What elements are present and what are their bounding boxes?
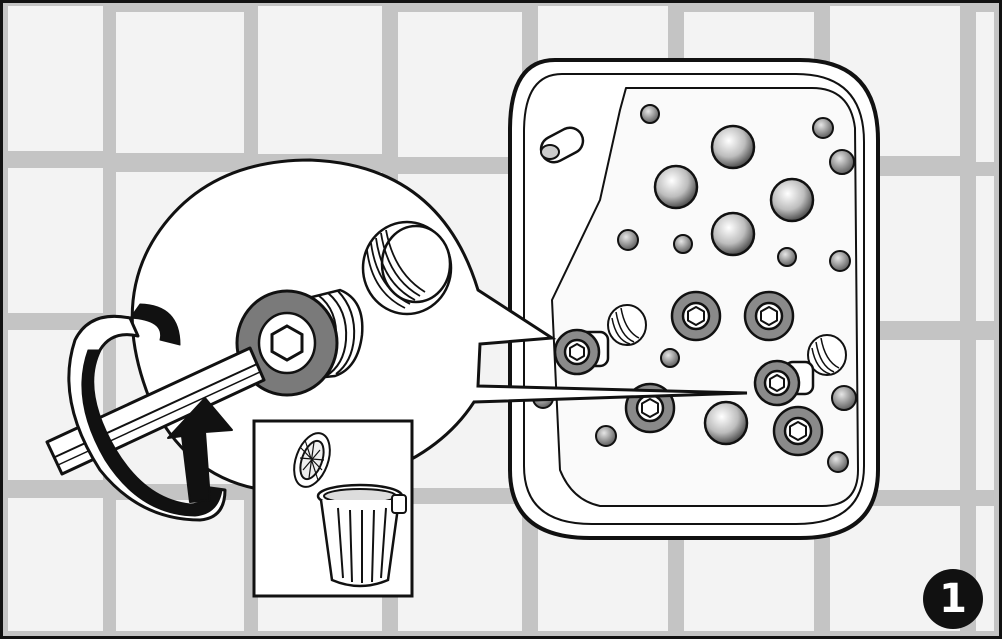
- step-number-badge: 1: [923, 569, 983, 629]
- disposal-inset: [254, 421, 412, 596]
- valve-plate: [510, 60, 878, 538]
- threaded-hole-magnified: [363, 222, 451, 314]
